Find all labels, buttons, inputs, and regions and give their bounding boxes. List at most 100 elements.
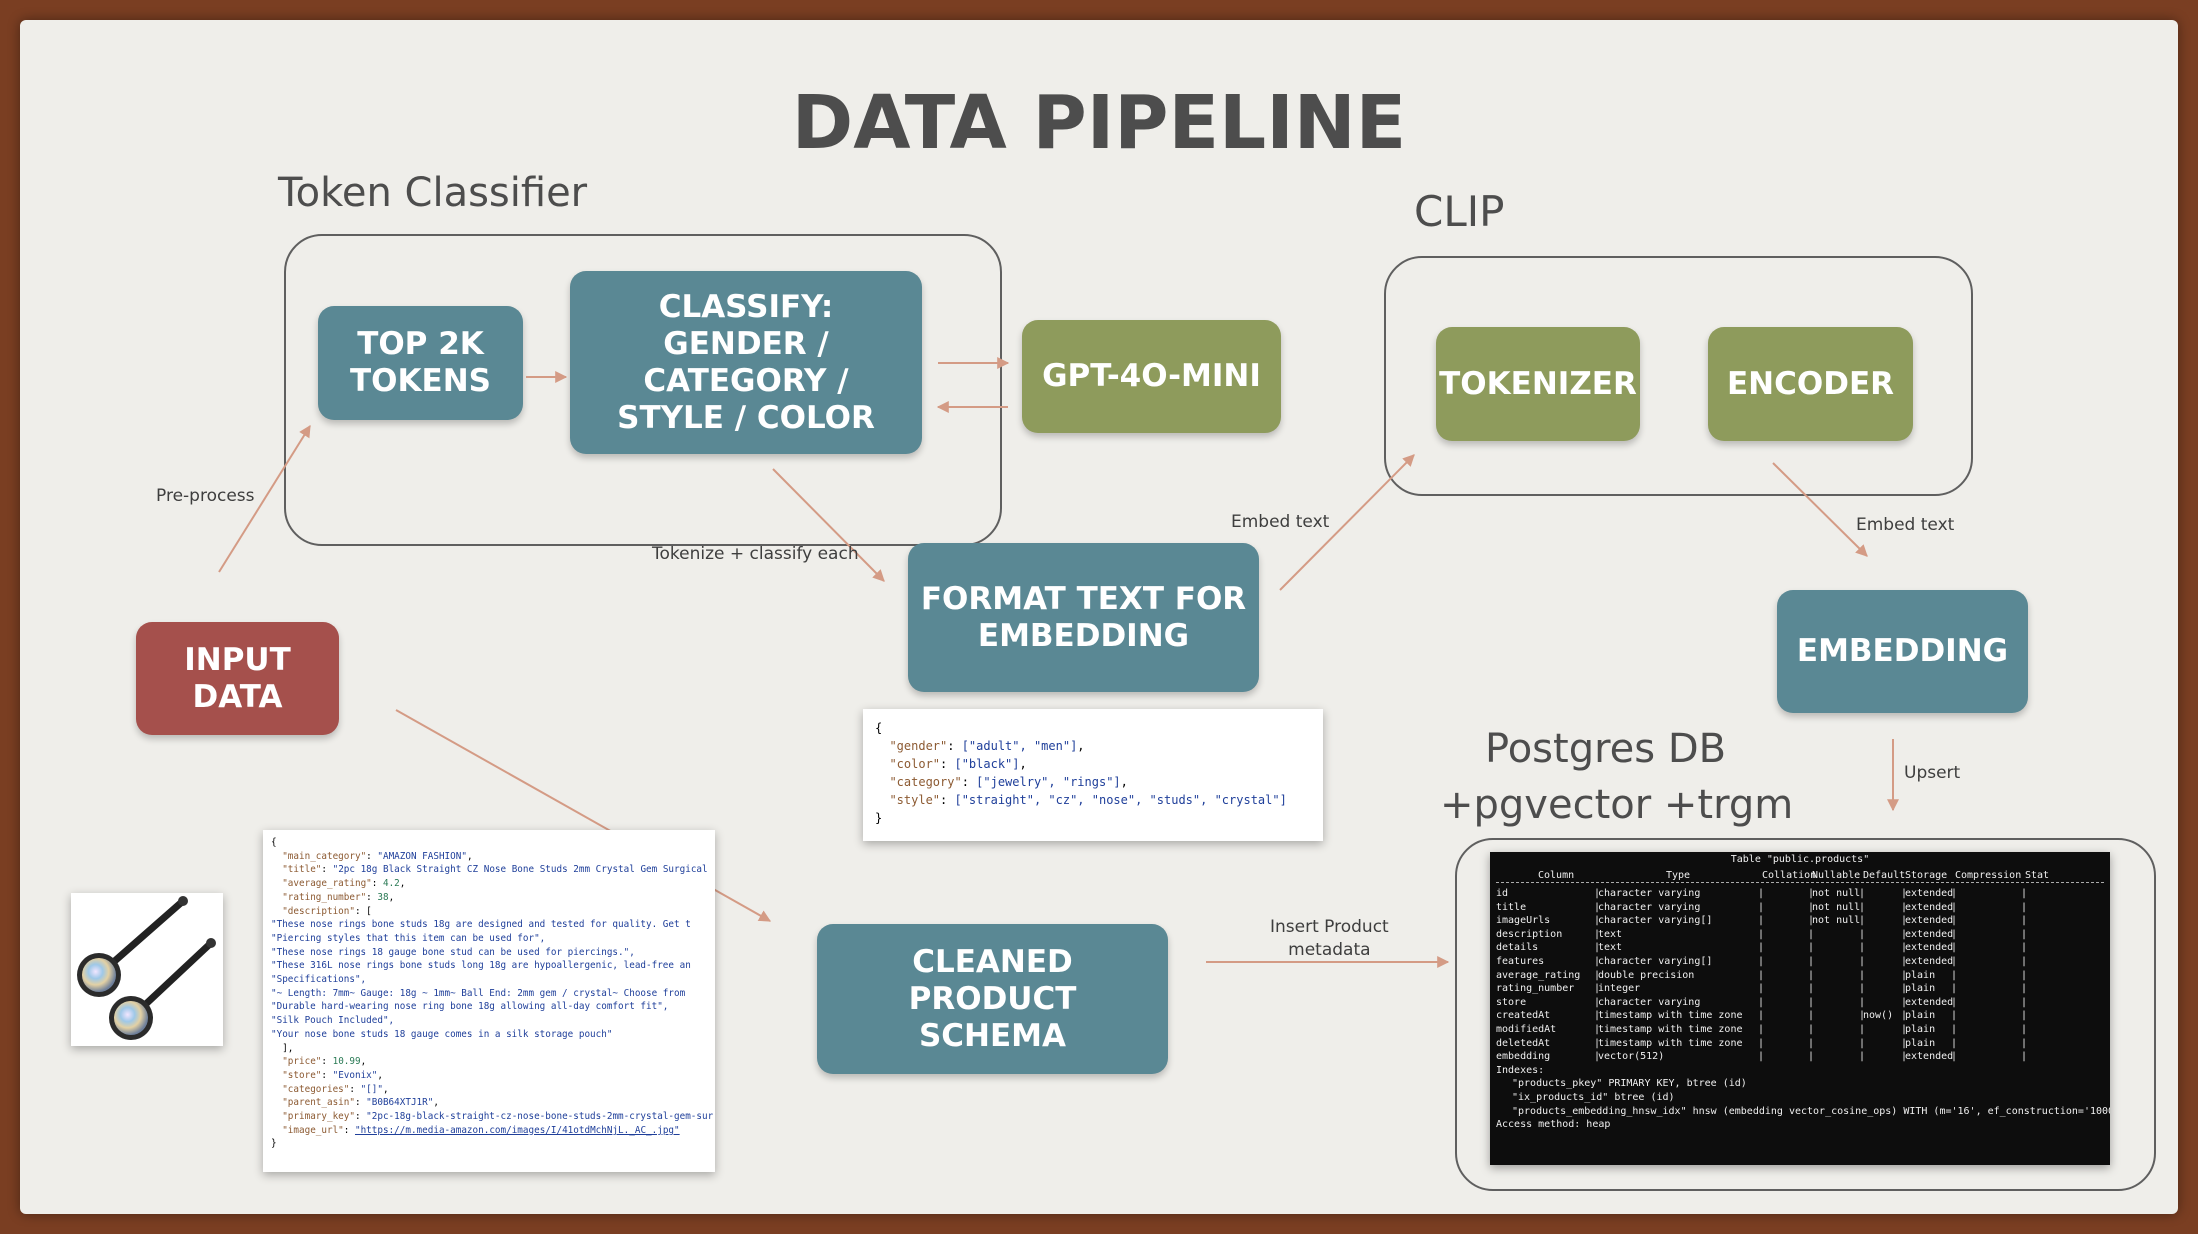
db-separator: | [2021,901,2028,913]
json-close-brace: } [875,811,883,825]
db-cell: title [1496,901,1527,913]
db-separator: | [1901,1010,1908,1022]
json-category-value: ["jewelry", "rings"] [976,775,1121,789]
db-separator: | [1859,1024,1866,1035]
db-separator: | [1758,956,1765,967]
db-cell: features [1496,956,1545,967]
db-separator: | [1859,1051,1866,1063]
db-cell: not null [1812,901,1861,913]
db-separator: | [1808,1010,1815,1022]
db-table-title: Table "public.products" [1730,854,1870,865]
tokenize-classify-label: Tokenize + classify each [652,544,859,564]
json-style-value: ["straight", "cz", "nose", "studs", "cry… [954,793,1287,807]
db-separator: | [1594,1037,1601,1049]
db-cell: details [1496,942,1539,954]
clip-group [1384,256,1973,496]
product-desc-0: "These nose rings bone studs 18g are des… [271,919,691,931]
db-separator: | [1808,996,1815,1008]
db-separator: | [1808,928,1815,940]
db-cell: createdAt [1496,1010,1551,1022]
product-primary-key-value: "2pc-18g-black-straight-cz-nose-bone-stu… [366,1111,714,1123]
db-separator: | [1951,983,1958,995]
db-separator: | [1901,969,1908,981]
db-separator: | [1808,969,1815,981]
db-separator: | [1901,956,1908,967]
db-cell: character varying[] [1598,915,1713,927]
db-separator: | [1951,915,1958,927]
db-separator: | [1594,928,1601,940]
db-header-default: Default [1863,870,1906,881]
db-separator: | [2021,1051,2028,1063]
tokenizer-node[interactable]: TOKENIZER [1436,327,1640,441]
insert-product-line-2: metadata [1288,940,1371,960]
gpt-node[interactable]: GPT-4O-MINI [1022,320,1281,433]
db-cell: extended [1905,928,1954,940]
db-separator: | [1901,983,1908,995]
db-cell: description [1496,928,1563,940]
db-separator: | [1808,942,1815,954]
db-separator: | [1901,928,1908,940]
db-footer-line: Access method: heap [1496,1119,1611,1131]
db-separator: | [1859,956,1866,967]
db-cell: extended [1905,901,1954,913]
product-desc-8: "Your nose bone studs 18 gauge comes in … [271,1028,613,1040]
db-cell: id [1496,888,1509,899]
db-cell: not null [1812,888,1861,899]
db-cell: character varying [1598,888,1701,899]
db-separator: | [1808,1037,1815,1049]
db-separator: | [1901,1037,1908,1049]
db-cell: extended [1905,942,1954,954]
product-desc-7: "Silk Pouch Included", [271,1015,395,1027]
product-store-value: "Evonix" [332,1069,378,1081]
db-separator: | [2021,942,2028,954]
db-cell: character varying [1598,996,1701,1008]
product-description-close: ], [271,1042,294,1054]
db-separator: | [1594,983,1601,995]
classify-line-1: CLASSIFY: [658,288,834,325]
db-separator: | [1758,1051,1765,1063]
db-separator: | [1808,983,1815,995]
db-separator: | [1951,888,1958,899]
db-separator: | [1859,983,1866,995]
db-cell: plain [1905,1024,1936,1035]
embed-text-right-label: Embed text [1856,515,1955,535]
classify-line-2: GENDER / CATEGORY / [643,325,849,399]
preprocess-label: Pre-process [156,486,255,506]
cleaned-schema-line-2: SCHEMA [918,1017,1067,1054]
db-separator: | [1758,928,1765,940]
product-title-value: "2pc 18g Black Straight CZ Nose Bone Stu… [332,864,708,876]
db-separator: | [2021,915,2028,927]
clip-heading: CLIP [1414,187,1505,236]
db-cell: text [1598,928,1623,940]
product-image-url-value[interactable]: "https://m.media-amazon.com/images/I/41o… [354,1124,680,1136]
arrow-format-to-clip [1279,454,1415,591]
db-separator: | [1901,915,1908,927]
db-cell: integer [1598,983,1641,995]
format-text-line-1: FORMAT TEXT FOR [920,580,1247,617]
encoder-node[interactable]: ENCODER [1708,327,1913,441]
db-header-compression: Compression [1955,870,2022,881]
db-separator: | [1901,1024,1908,1035]
product-desc-4: "Specifications", [271,974,367,986]
db-separator: | [1594,956,1601,967]
classify-node[interactable]: CLASSIFY:GENDER / CATEGORY /STYLE / COLO… [570,271,922,454]
db-separator: | [1808,915,1815,927]
product-categories-line: "categories": "[]", [282,1083,389,1095]
input-data-node[interactable]: INPUT DATA [136,622,339,735]
db-separator: | [1758,942,1765,954]
embed-text-left-label: Embed text [1231,512,1330,532]
db-cell: plain [1905,1010,1936,1022]
token-classifier-group [284,234,1002,546]
db-separator: | [1758,1010,1765,1022]
product-rating-value: 4.2 [382,878,400,890]
product-rating-number-value: 38 [377,891,389,903]
db-separator: | [2021,983,2028,995]
embedding-node[interactable]: EMBEDDING [1777,590,2028,713]
db-cell: plain [1905,969,1936,981]
db-separator: | [1901,996,1908,1008]
db-cell: character varying [1598,901,1701,913]
top-tokens-line-1: TOP 2K [357,326,484,362]
